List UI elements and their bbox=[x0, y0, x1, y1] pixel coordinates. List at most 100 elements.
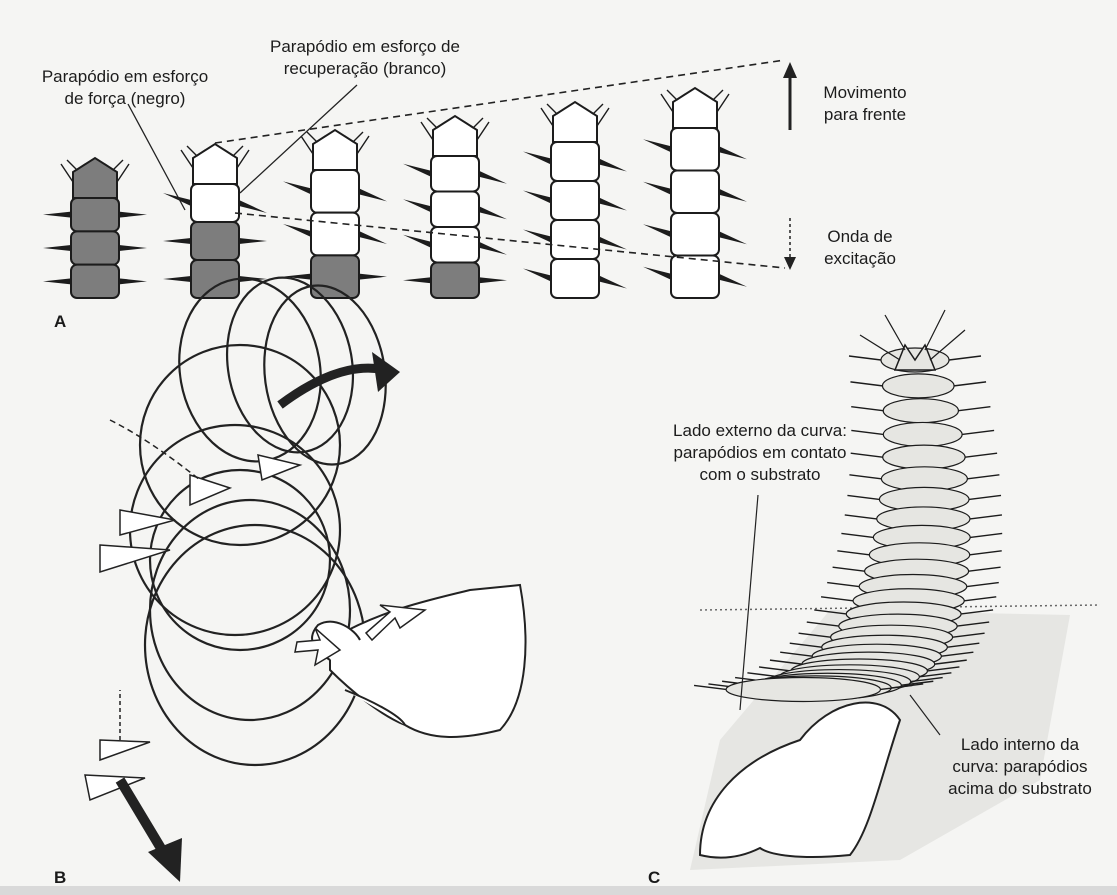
parapodium bbox=[403, 277, 507, 284]
label-line: recuperação (branco) bbox=[283, 59, 447, 78]
worm-head bbox=[672, 86, 718, 129]
worm-c-parapodium bbox=[844, 514, 1003, 520]
worm-c-parapodium bbox=[847, 494, 1002, 501]
worm-c-parapodium bbox=[780, 651, 974, 657]
worm bbox=[43, 156, 147, 299]
worm-c-parapodium bbox=[851, 405, 991, 412]
outer-leader-line bbox=[739, 494, 759, 711]
worm-c-parapodium bbox=[850, 452, 998, 458]
worm-head bbox=[72, 156, 118, 199]
label-line: de força (negro) bbox=[64, 89, 186, 108]
worm-c-parapodium bbox=[798, 632, 985, 638]
label-line: acima do substrato bbox=[948, 779, 1092, 798]
worm-segment bbox=[430, 190, 480, 228]
worm-c-parapodium bbox=[758, 666, 960, 672]
worm-head bbox=[552, 100, 598, 143]
worm-antennae bbox=[60, 159, 130, 183]
label-forward-movement: Movimento para frente bbox=[810, 82, 920, 126]
label-excitation-wave: Onda de excitação bbox=[815, 226, 905, 270]
parapodia-flags bbox=[84, 419, 303, 802]
panel-letter-b: B bbox=[54, 868, 67, 887]
page-edge bbox=[0, 886, 1117, 895]
recovery-leader-line bbox=[239, 84, 358, 194]
worm bbox=[523, 100, 627, 299]
worm bbox=[163, 142, 267, 299]
worm-c-parapodium bbox=[837, 550, 1002, 556]
worm-c-parapodium bbox=[841, 532, 1003, 539]
worm-antennae bbox=[660, 89, 730, 113]
worm-segment bbox=[190, 221, 240, 261]
label-recovery-stroke: Parapódio em esforço de recuperação (bra… bbox=[250, 36, 480, 80]
worm-c-antennae bbox=[859, 309, 966, 361]
worm-c-parapodium bbox=[849, 474, 1000, 480]
worm-c-parapodium bbox=[693, 684, 913, 691]
worm-segment bbox=[670, 127, 720, 172]
panel-a-worms bbox=[43, 86, 747, 299]
parapodium bbox=[163, 238, 267, 244]
worm-segment bbox=[550, 180, 600, 221]
worm-c-parapodium bbox=[851, 429, 995, 436]
worm-c-parapodium bbox=[769, 659, 967, 665]
worm-c-parapodium bbox=[850, 381, 987, 387]
worm-segment bbox=[190, 183, 240, 223]
worm-c-parapodium bbox=[806, 621, 990, 627]
label-line: Parapódio em esforço bbox=[41, 67, 209, 86]
worm-segment bbox=[430, 261, 480, 299]
label-outer-curve: Lado externo da curva: parapódios em con… bbox=[640, 420, 880, 486]
force-leader-line bbox=[127, 103, 186, 211]
worm-segment bbox=[310, 211, 360, 257]
worm bbox=[283, 128, 387, 299]
parapodium bbox=[43, 245, 147, 251]
parapodium bbox=[43, 278, 147, 285]
worm-c-segment bbox=[882, 398, 960, 424]
worm-segment bbox=[550, 258, 600, 299]
worm-c-parapodium bbox=[832, 566, 1001, 572]
worm bbox=[403, 114, 507, 299]
label-line: Lado interno da bbox=[960, 735, 1080, 754]
worm-segment bbox=[670, 254, 720, 299]
label-line: Onda de bbox=[827, 227, 893, 246]
panel-c-worm bbox=[693, 309, 1003, 703]
wave-arrow-icon bbox=[784, 218, 796, 270]
worm-segment bbox=[70, 197, 120, 233]
label-line: parapódios em contato bbox=[673, 443, 847, 462]
worm-c-segment bbox=[882, 421, 963, 448]
worm-segment bbox=[310, 169, 360, 214]
forward-arrow-icon bbox=[783, 62, 797, 130]
parapodium bbox=[283, 273, 387, 280]
panel-c-head-bulge bbox=[698, 701, 902, 859]
worm-c-parapodium bbox=[820, 596, 997, 602]
worm-c-segment bbox=[881, 373, 955, 399]
label-line: Movimento bbox=[823, 83, 907, 102]
label-line: excitação bbox=[824, 249, 896, 268]
worm-antennae bbox=[180, 145, 250, 169]
worm-c-parapodium bbox=[789, 642, 980, 648]
worm-segment bbox=[550, 141, 600, 182]
worm-c-segment bbox=[882, 444, 966, 470]
wave-dashed-line bbox=[234, 212, 786, 269]
label-inner-curve: Lado interno da curva: parapódios acima … bbox=[930, 734, 1110, 800]
worm-c-parapodium bbox=[814, 609, 994, 615]
worm bbox=[643, 86, 747, 299]
label-line: para frente bbox=[823, 105, 907, 124]
label-force-stroke: Parapódio em esforço de força (negro) bbox=[20, 66, 230, 110]
inner-leader-line bbox=[909, 694, 941, 736]
worm-segment bbox=[670, 212, 720, 257]
worm-segment bbox=[670, 169, 720, 214]
worm-segment bbox=[550, 219, 600, 260]
worm-c-head bbox=[893, 343, 937, 371]
worm-head bbox=[192, 142, 238, 185]
label-line: Parapódio em esforço de bbox=[270, 37, 460, 56]
panel-letter-a: A bbox=[54, 312, 67, 331]
parapodium bbox=[43, 211, 147, 218]
label-line: com o substrato bbox=[699, 465, 821, 484]
worm-head bbox=[432, 114, 478, 157]
worm-segment bbox=[70, 230, 120, 266]
label-line: Lado externo da curva: bbox=[673, 421, 847, 440]
worm-c-segment bbox=[725, 676, 882, 703]
worm-c-parapodium bbox=[848, 355, 982, 361]
label-line: curva: parapódios bbox=[952, 757, 1088, 776]
parapodium bbox=[163, 276, 267, 282]
